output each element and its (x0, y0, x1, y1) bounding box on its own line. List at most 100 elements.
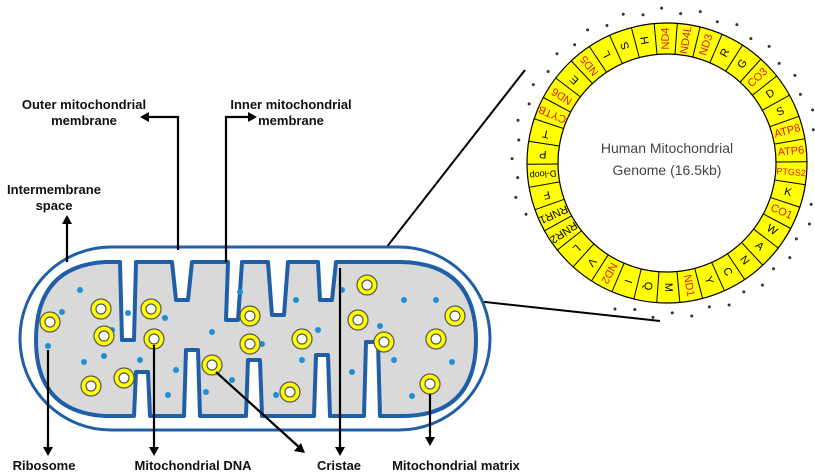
arrowhead (43, 447, 53, 456)
ribosome-dot (59, 309, 65, 315)
genome-dot (651, 316, 654, 319)
genome-dot (795, 237, 798, 240)
label-cristae: Cristae (304, 458, 374, 474)
genome-dot (517, 139, 520, 142)
genome-dot (605, 24, 608, 27)
ribosome-dot (77, 287, 83, 293)
genome-dot (573, 43, 576, 46)
ribosome-dot (81, 359, 87, 365)
label-intermembrane-space: Intermembrane space (4, 182, 104, 214)
genome-dot (799, 93, 802, 96)
label-inner-membrane-line1: Inner mitochondrial (226, 97, 356, 113)
arrowhead (335, 447, 345, 456)
ribosome-dot (433, 297, 439, 303)
mito-dna-ring (141, 299, 161, 319)
genome-dot (716, 20, 719, 23)
genome-dot (511, 157, 514, 160)
label-mitochondrial-dna: Mitochondrial DNA (118, 458, 268, 474)
label-inner-membrane: Inner mitochondrial membrane (226, 97, 356, 129)
ribosome-dot (162, 315, 168, 321)
ribosome-dot (209, 329, 215, 335)
genome-dot (532, 83, 535, 86)
genome-dot (699, 10, 702, 13)
ribosome-dot (293, 297, 299, 303)
ribosome-dot (101, 353, 107, 359)
ribosome-dot (273, 392, 279, 398)
genome-segment-label: PTGS2 (776, 166, 806, 178)
genome-dot (761, 284, 764, 287)
genome-dot (690, 315, 693, 318)
ribosome-dot (299, 357, 305, 363)
ribosome-dot (137, 357, 143, 363)
genome-dot (679, 12, 682, 15)
genome-dot (586, 28, 589, 31)
ribosome-dot (237, 289, 243, 295)
mito-dna-ring (348, 310, 368, 330)
arrowhead (149, 447, 159, 456)
genome-dot (728, 304, 731, 307)
genome-title-line1: Human Mitochondrial (601, 140, 733, 156)
mito-dna-ring (94, 326, 114, 346)
mito-dna-ring (91, 299, 111, 319)
mito-dna-ring (292, 329, 312, 349)
label-inner-membrane-line2: membrane (226, 113, 356, 129)
genome-dot (614, 308, 617, 311)
genome-dot (808, 223, 811, 226)
genome-segment-label: ATP6 (777, 144, 805, 158)
genome-dot (633, 308, 636, 311)
genome-dot (772, 267, 775, 270)
genome-dot (749, 37, 752, 40)
genome-dot (514, 196, 517, 199)
genome-dot (735, 23, 738, 26)
label-outer-membrane: Outer mitochondrial membrane (18, 97, 150, 129)
mito-dna-ring (240, 334, 260, 354)
label-intermembrane-line2: space (4, 198, 104, 214)
mito-dna-ring (202, 355, 222, 375)
ribosome-dot (401, 297, 407, 303)
ribosome-dot (315, 327, 321, 333)
label-intermembrane-line1: Intermembrane (4, 182, 104, 198)
arrow-inner-membrane (226, 117, 250, 262)
mito-dna-ring (81, 376, 101, 396)
ribosome-dot (449, 359, 455, 365)
genome-dot (742, 290, 745, 293)
mito-dna-ring (420, 374, 440, 394)
genome-dot (708, 305, 711, 308)
ribosome-dot (377, 323, 383, 329)
genome-dot (671, 311, 674, 314)
arrowhead (425, 437, 435, 446)
ribosome-dot (349, 369, 355, 375)
mito-dna-ring (357, 275, 377, 295)
genome-segment-label: P (539, 148, 547, 161)
ribosome-dot (229, 377, 235, 383)
genome-segment-label: M (662, 283, 674, 292)
ribosome-dot (409, 393, 415, 399)
genome-dot (528, 102, 531, 105)
genome-dot (556, 52, 559, 55)
genome-dot (788, 256, 791, 259)
arrowhead (62, 215, 72, 224)
genome-dot (810, 203, 813, 206)
genome-segment-label: ND4 (660, 27, 672, 49)
zoom-line-upper (375, 70, 525, 262)
label-outer-membrane-line2: membrane (18, 113, 150, 129)
genome-dot (517, 119, 520, 122)
genome-dot (778, 62, 781, 65)
ribosome-dot (45, 343, 51, 349)
ribosome-dot (165, 392, 171, 398)
label-ribosome: Ribosome (4, 458, 84, 474)
mito-dna-ring (445, 306, 465, 326)
genome-dot (660, 7, 663, 10)
genome-dot (811, 108, 814, 111)
genome-dot (547, 70, 550, 73)
genome-dot (768, 45, 771, 48)
genome-dot (793, 74, 796, 77)
label-mitochondrial-matrix: Mitochondrial matrix (376, 458, 536, 474)
mito-dna-ring (280, 382, 300, 402)
ribosome-dot (391, 357, 397, 363)
mito-dna-ring (374, 332, 394, 352)
genome-dot (642, 13, 645, 16)
mito-dna-ring (240, 306, 260, 326)
